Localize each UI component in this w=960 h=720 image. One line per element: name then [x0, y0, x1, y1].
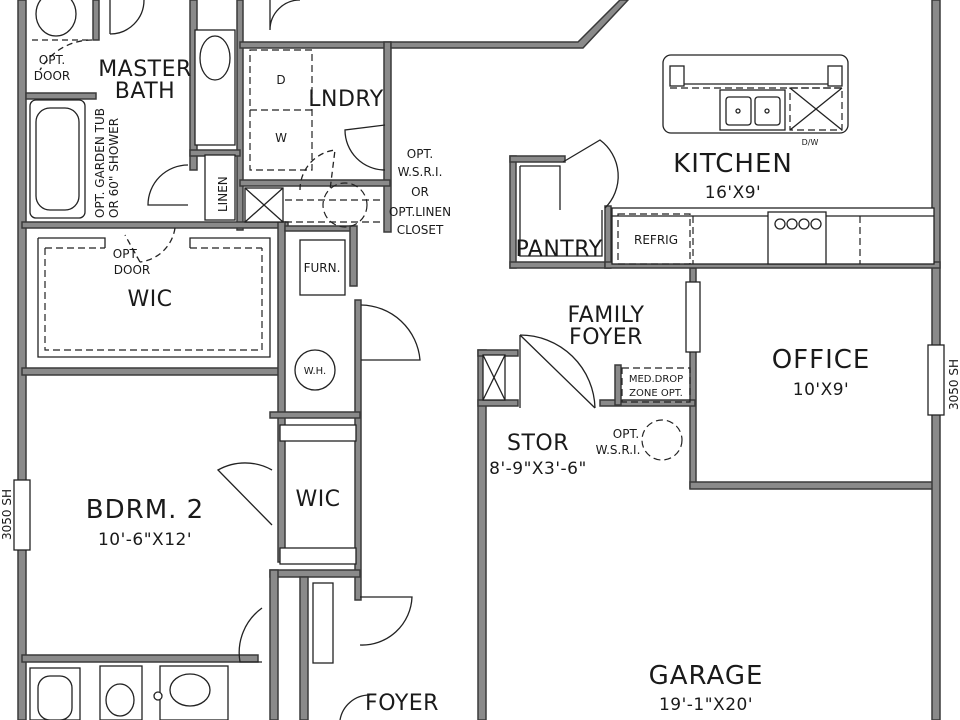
opt-door-top-line2: DOOR — [34, 69, 70, 83]
family-foyer-1: FAMILY — [568, 303, 645, 328]
foyer-label: FOYER — [365, 691, 439, 716]
opt-wsri-stor-2: W.S.R.I. — [596, 443, 641, 457]
window-right-label: 3050 SH — [947, 359, 960, 410]
med-drop-1: MED.DROP — [629, 374, 683, 385]
garage-label: GARAGE — [649, 661, 764, 691]
family-foyer-2: FOYER — [569, 325, 643, 350]
dryer-label: D — [276, 73, 285, 87]
opt-door-top-line1: OPT. — [39, 53, 65, 67]
garden-tub-line2: OR 60" SHOWER — [107, 118, 121, 218]
opt-wsri-top-4: OPT.LINEN — [389, 205, 451, 219]
refrig-label: REFRIG — [634, 233, 678, 247]
washer-label: W — [275, 131, 287, 145]
fixtures — [29, 0, 935, 720]
kitchen-label: KITCHEN — [673, 149, 793, 179]
opt-wsri-stor-1: OPT. — [613, 427, 639, 441]
opt-wsri-top-1: OPT. — [407, 147, 433, 161]
stor-dim: 8'-9"X3'-6" — [489, 459, 587, 479]
bdrm2-label: BDRM. 2 — [86, 495, 204, 525]
bdrm2-dim: 10'-6"X12' — [98, 530, 192, 550]
linen-label: LINEN — [216, 176, 230, 212]
garden-tub-line1: OPT. GARDEN TUB — [93, 108, 107, 218]
kitchen-dim: 16'X9' — [705, 183, 761, 203]
master-bath-label-line2: BATH — [115, 79, 175, 104]
office-dim: 10'X9' — [793, 380, 849, 400]
master-bath-label-line1: MASTER — [98, 57, 192, 82]
dw-label: D/W — [802, 138, 819, 147]
pantry-label: PANTRY — [515, 237, 602, 262]
opt-door-wic-2: DOOR — [114, 263, 150, 277]
med-drop-2: ZONE OPT. — [629, 388, 683, 399]
furn-label: FURN. — [304, 261, 341, 275]
opt-wsri-top-3: OR — [411, 185, 429, 199]
window-left-label: 3050 SH — [0, 489, 14, 540]
wic-master-label: WIC — [127, 287, 172, 312]
office-label: OFFICE — [772, 345, 871, 375]
stor-label: STOR — [507, 431, 569, 456]
doors — [13, 0, 945, 720]
garage-dim: 19'-1"X20' — [659, 695, 753, 715]
labels: MASTER BATH OPT. DOOR OPT. GARDEN TUB OR… — [0, 53, 960, 716]
opt-wsri-top-2: W.S.R.I. — [398, 165, 443, 179]
lndry-label: LNDRY — [308, 87, 384, 112]
opt-wsri-top-5: CLOSET — [397, 223, 444, 237]
wic-bdrm2-label: WIC — [295, 487, 340, 512]
opt-door-wic-1: OPT. — [113, 247, 139, 261]
wh-label: W.H. — [304, 366, 326, 377]
